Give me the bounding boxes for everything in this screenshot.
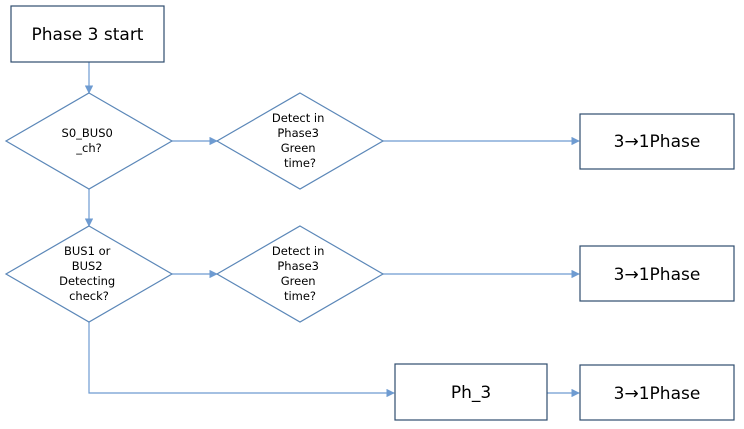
decision-detect-2-line-4: time? [284, 289, 316, 303]
start-node-label: Phase 3 start [32, 25, 144, 45]
process-ph3-label: Ph_3 [451, 383, 491, 403]
edge-bus12-to-ph3 [88, 322, 395, 398]
svg-text:Detect in Phase3 G: Detect in Phase3 Green time? [272, 111, 328, 170]
connectors [84, 62, 580, 398]
decision-detect-1-line-1: Detect in [272, 111, 325, 125]
result-phase-1: 3→1Phase [579, 113, 735, 170]
result-phase-3: 3→1Phase [579, 364, 735, 421]
decision-bus12-line-2: BUS2 [72, 259, 103, 273]
decision-bus12-line-4: check? [69, 289, 109, 303]
decision-bus12: BUS1 or BUS2 Detecting check? [4, 225, 174, 323]
result-phase-2-label: 3→1Phase [614, 265, 701, 285]
result-phase-2: 3→1Phase [579, 245, 735, 302]
start-node: Phase 3 start [10, 5, 165, 63]
decision-detect-1: Detect in Phase3 Green time? [215, 92, 385, 190]
decision-s0bus0-line-1: S0_BUS0 [62, 126, 113, 140]
decision-bus12-line-3: Detecting [59, 274, 115, 288]
decision-detect-1-line-4: time? [284, 156, 316, 170]
result-phase-3-label: 3→1Phase [614, 384, 701, 404]
decision-detect-1-line-3: Green [281, 141, 316, 155]
decision-s0bus0-line-2: _ch? [75, 141, 101, 155]
process-ph3: Ph_3 [394, 363, 548, 421]
svg-text:Detect in Phase3 G: Detect in Phase3 Green time? [272, 244, 328, 303]
svg-text:BUS1 or BUS2 Dete: BUS1 or BUS2 Detecting check? [59, 244, 119, 303]
decision-detect-1-line-2: Phase3 [277, 126, 319, 140]
decision-detect-2-line-2: Phase3 [277, 259, 319, 273]
decision-detect-2-line-3: Green [281, 274, 316, 288]
svg-text:S0_BUS0 _ch?: S0_BUS0 _ch? [62, 126, 117, 155]
decision-detect-2-line-1: Detect in [272, 244, 325, 258]
decision-s0bus0: S0_BUS0 _ch? [4, 92, 174, 190]
decision-bus12-line-1: BUS1 or [64, 244, 111, 258]
result-phase-1-label: 3→1Phase [614, 132, 701, 152]
decision-detect-2: Detect in Phase3 Green time? [215, 225, 385, 323]
